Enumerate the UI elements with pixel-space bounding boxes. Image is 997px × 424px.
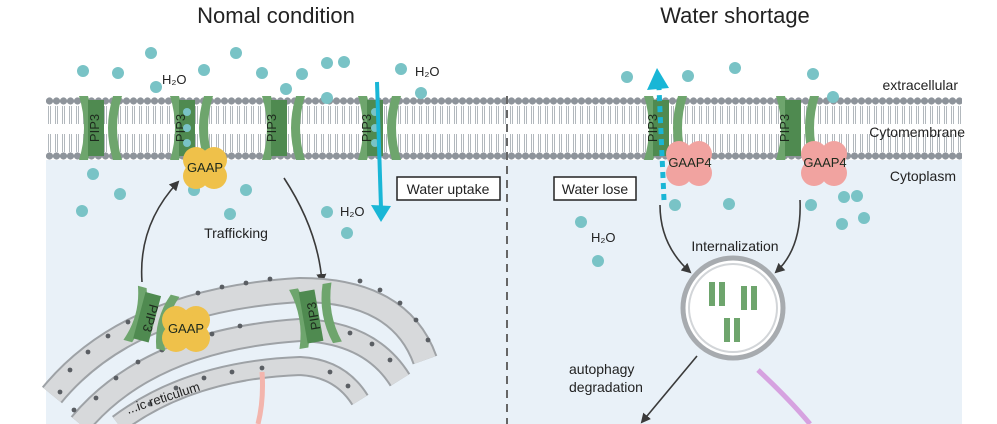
h2o-label-right: H₂O bbox=[591, 230, 616, 245]
pip3-label-2: PIP3 bbox=[173, 114, 188, 142]
pip3-label-3: PIP3 bbox=[264, 114, 279, 142]
right-panel-title: Water shortage bbox=[660, 3, 810, 28]
cytomembrane-label: Cytomembrane bbox=[869, 124, 965, 140]
pip3-channel-3: PIP3 bbox=[262, 96, 305, 160]
pip3-label-er-1: PIP3 bbox=[140, 303, 162, 334]
trafficking-arrow-up bbox=[140, 180, 180, 283]
trafficking-arrow-down bbox=[283, 177, 327, 284]
autophagy-label-line2: degradation bbox=[569, 379, 643, 395]
h2o-label-left-top: H₂O bbox=[162, 72, 187, 87]
right-purple-strand bbox=[756, 368, 812, 424]
degradation-arrow bbox=[640, 355, 698, 424]
water-lose-arrow bbox=[647, 68, 669, 201]
pip3-label-er-2: PIP3 bbox=[304, 301, 324, 331]
pip3-label-right-2: PIP3 bbox=[777, 114, 792, 142]
internalization-arrow-left bbox=[659, 204, 692, 274]
water-uptake-box bbox=[396, 176, 501, 201]
gaap4-protein-1: GAAP4 bbox=[666, 141, 712, 186]
water-molecules bbox=[76, 47, 870, 267]
gaap-label-er: GAAP bbox=[168, 321, 204, 336]
trafficking-label: Trafficking bbox=[204, 225, 268, 241]
pip3-channel-er-1: PIP3 bbox=[123, 285, 180, 351]
internalization-label: Internalization bbox=[691, 238, 778, 254]
h2o-label-left-bottom: H₂O bbox=[340, 204, 365, 219]
gaap-protein-membrane: GAAP bbox=[183, 147, 227, 189]
pip3-label-1: PIP3 bbox=[87, 114, 102, 142]
gaap4-protein-2: GAAP4 bbox=[801, 141, 847, 186]
er-pink-strand bbox=[255, 371, 265, 424]
pip3-channel-er-2: PIP3 bbox=[289, 282, 342, 350]
gaap4-label-1: GAAP4 bbox=[668, 155, 711, 170]
extracellular-label: extracellular bbox=[883, 77, 959, 93]
pip3-label-4: PIP3 bbox=[359, 114, 374, 142]
gaap4-label-2: GAAP4 bbox=[803, 155, 846, 170]
pip3-channel-1: PIP3 bbox=[79, 96, 122, 160]
gaap-label-membrane: GAAP bbox=[187, 160, 223, 175]
water-lose-label: Water lose bbox=[562, 181, 629, 197]
h2o-label-left-outer: H₂O bbox=[415, 64, 440, 79]
pip3-label-right-1: PIP3 bbox=[645, 114, 660, 142]
left-panel-title: Nomal condition bbox=[197, 3, 355, 28]
water-lose-box bbox=[553, 176, 637, 201]
internalization-vesicle bbox=[680, 255, 786, 361]
cytoplasm-label: Cytoplasm bbox=[890, 168, 956, 184]
pip3-channel-2: PIP3 bbox=[170, 96, 213, 160]
internalization-arrow-right bbox=[774, 199, 801, 274]
autophagy-label-line1: autophagy bbox=[569, 361, 634, 377]
gaap-protein-er: GAAP bbox=[162, 306, 210, 352]
water-uptake-label: Water uptake bbox=[407, 181, 490, 197]
water-uptake-arrow bbox=[371, 81, 391, 222]
